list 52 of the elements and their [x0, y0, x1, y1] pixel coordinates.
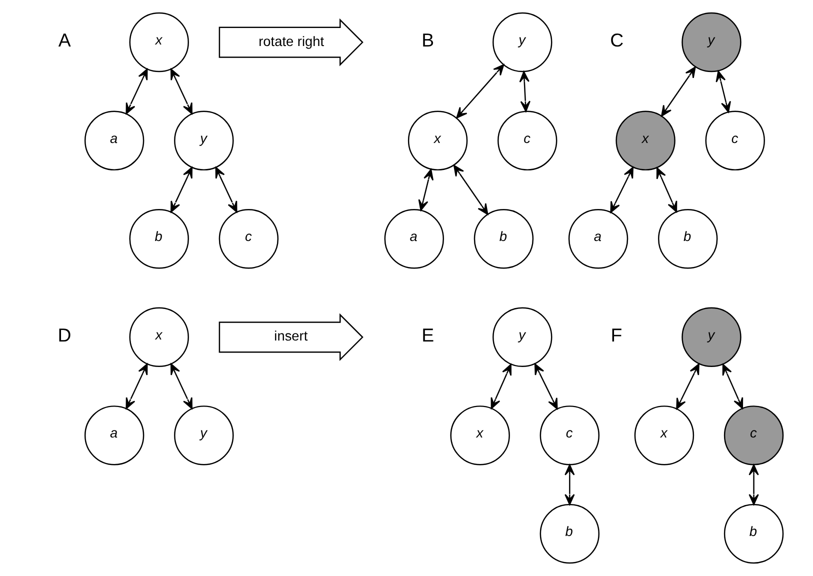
node-circle: c: [704, 110, 764, 170]
node-circle: x: [615, 110, 675, 170]
node-circle: c: [723, 406, 784, 466]
arrow: [715, 70, 730, 113]
arrow: [748, 464, 758, 506]
node-circle: x: [128, 307, 188, 367]
node-circle: c: [497, 110, 557, 170]
label: C: [610, 30, 624, 51]
arrow: [125, 68, 148, 114]
node-circle: a: [84, 110, 144, 170]
arrow: [722, 364, 743, 409]
arrow: [452, 164, 488, 215]
arrow: [564, 464, 574, 506]
arrow: [610, 166, 634, 213]
arrow: [170, 166, 192, 212]
label: A: [58, 30, 70, 51]
node-circle: a: [568, 209, 628, 269]
node-circle: y: [492, 307, 552, 367]
node-circle: b: [539, 504, 600, 564]
label: B: [421, 30, 434, 51]
node-circle: y: [681, 307, 741, 367]
label: F: [610, 324, 622, 346]
node-circle: a: [84, 406, 144, 466]
arrow: [676, 363, 699, 410]
node-circle: b: [723, 504, 784, 564]
node-circle: x: [128, 12, 188, 72]
arrow: [660, 66, 696, 117]
node-circle: x: [634, 406, 694, 466]
node-circle: b: [128, 209, 188, 269]
arrow: [656, 167, 677, 212]
node-circle: y: [174, 110, 234, 170]
node-circle: c: [539, 406, 600, 466]
node-circle: x: [450, 406, 510, 466]
arrow: [490, 364, 512, 409]
label: E: [421, 324, 434, 346]
arrow: [518, 71, 530, 112]
arrow: [170, 363, 192, 410]
node-circle: b: [473, 209, 534, 269]
arrow: [170, 68, 192, 114]
arrow: [456, 64, 504, 118]
node-circle: y: [492, 12, 552, 72]
node-circle: a: [384, 209, 444, 269]
arrow: [214, 166, 237, 212]
node-circle: c: [218, 209, 278, 269]
node-circle: x: [407, 110, 468, 170]
node-circle: y: [681, 12, 741, 72]
node-circle: y: [174, 406, 234, 466]
label: D: [57, 324, 71, 346]
arrow: [125, 363, 148, 410]
arrow: [534, 363, 558, 410]
node-circle: b: [658, 209, 718, 269]
arrow: [418, 168, 434, 211]
